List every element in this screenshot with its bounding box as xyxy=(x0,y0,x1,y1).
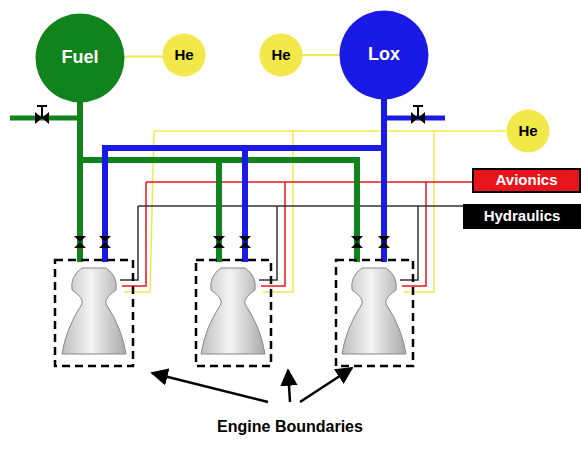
valve-symbol xyxy=(35,106,49,124)
valve-stem xyxy=(417,106,419,118)
fuel-manifold xyxy=(80,160,357,262)
engine-boundary xyxy=(196,260,271,366)
helium-line xyxy=(404,131,434,292)
engines xyxy=(55,260,413,366)
wiring xyxy=(120,131,506,292)
valve-body xyxy=(74,236,86,248)
avionics-wire xyxy=(146,181,472,183)
tank-circle xyxy=(163,34,206,77)
rocket-engine xyxy=(336,260,413,366)
valve-body xyxy=(351,236,363,248)
valve-stem xyxy=(41,106,43,118)
helium-connector xyxy=(124,56,163,58)
hydraulics-wire xyxy=(259,206,277,280)
node-label: Avionics xyxy=(496,172,558,189)
node-label: He xyxy=(174,47,193,64)
valve-symbol xyxy=(351,236,363,248)
engine-nozzle xyxy=(201,268,265,354)
valve-body xyxy=(239,236,251,248)
helium-line xyxy=(124,131,154,292)
callout-label: Engine Boundaries xyxy=(217,418,363,436)
tank-circle xyxy=(340,11,429,100)
valve-handle xyxy=(413,105,423,107)
fuel-tank: Fuel xyxy=(35,13,125,103)
helium-tank: He xyxy=(162,33,206,77)
helium-tank: He xyxy=(259,33,303,77)
rocket-engine xyxy=(55,260,133,366)
leader-arrows xyxy=(152,368,352,402)
hydraulics-box: Hydraulics xyxy=(463,204,581,229)
box-fill xyxy=(464,205,580,228)
valve-symbol xyxy=(99,236,111,248)
avionics-box: Avionics xyxy=(472,168,581,193)
box-fill xyxy=(473,169,580,192)
valve-symbol xyxy=(74,236,86,248)
node-label: He xyxy=(518,123,537,140)
valve-symbol xyxy=(239,236,251,248)
node-label: He xyxy=(271,47,290,64)
helium-tank: He xyxy=(506,109,550,153)
valve-symbol xyxy=(411,106,425,124)
node-label: Hydraulics xyxy=(484,208,561,225)
lox-manifold xyxy=(105,148,384,262)
avionics-wire xyxy=(261,182,285,286)
helium-connector xyxy=(302,54,340,56)
engine-nozzle xyxy=(342,268,406,354)
tank-circle xyxy=(36,14,125,103)
valve-body xyxy=(378,236,390,248)
valve-body xyxy=(99,236,111,248)
avionics-wire xyxy=(402,182,426,286)
piping xyxy=(10,98,445,262)
valve-handle xyxy=(37,105,47,107)
engine-boundary xyxy=(55,260,133,366)
rocket-engine xyxy=(196,260,271,366)
helium-line xyxy=(263,131,293,292)
hydraulics-wire xyxy=(400,206,418,280)
avionics-wire xyxy=(122,182,146,286)
lox-tank: Lox xyxy=(339,10,429,100)
helium-line xyxy=(154,130,506,132)
tank-circle xyxy=(507,110,550,153)
node-label: Lox xyxy=(368,45,400,65)
node-label: Fuel xyxy=(61,48,98,68)
valve-symbol xyxy=(378,236,390,248)
hydraulics-wire xyxy=(120,206,138,280)
valve-symbol xyxy=(213,236,225,248)
valve-body xyxy=(213,236,225,248)
hydraulics-wire xyxy=(138,205,463,207)
tank-circle xyxy=(260,34,303,77)
engine-boundary xyxy=(336,260,413,366)
engine-nozzle xyxy=(62,268,126,354)
